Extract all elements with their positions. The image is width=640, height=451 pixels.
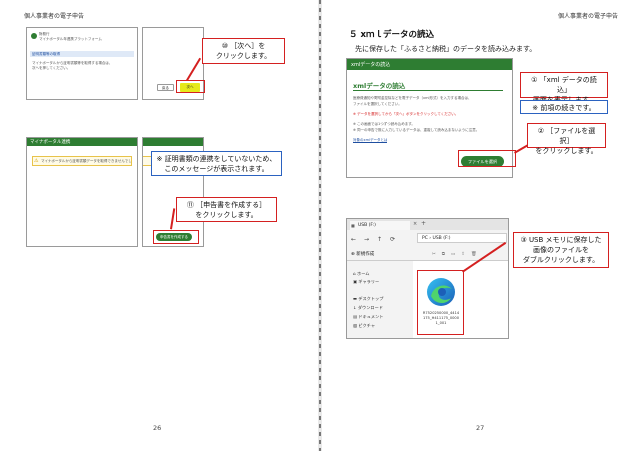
callout-step-10: ⑩ ［次へ］を クリックします。 (202, 38, 285, 64)
running-header: 個人事業者の電子申告 (557, 13, 618, 20)
description-text: ファイルを選択してください。 (353, 102, 402, 106)
wizard-screenshot: 財務行 マイナポータル年連携プラットフォーム 証明書類等の取得 マイナポータルか… (26, 27, 138, 100)
screen-heading: xmlデータの読込 (353, 82, 406, 90)
body-text: マイナポータルから証明書類等を取得する場合は、 (32, 61, 113, 65)
portal-screenshot: マイナポータル連携 ⚠ マイナポータルから証明書類データを取得できませんでした。 (26, 137, 138, 247)
callout-step-11: ⑪ ［申告書を作成する］ をクリックします。 (176, 197, 277, 222)
nav-item-downloads[interactable]: ↓ ダウンロード (353, 305, 383, 310)
highlight-box (176, 80, 205, 93)
warning-icon: ⚠ (34, 158, 39, 164)
about-xml-link[interactable]: 対象のxmlデータとは (353, 138, 388, 142)
warning-text: ※ データを選択してから「次へ」ボタンをクリックしてください。 (353, 112, 459, 116)
next-button[interactable]: 次へ (180, 83, 200, 92)
nav-item-gallery[interactable]: ▣ ギャラリー (353, 279, 380, 284)
new-tab-icon[interactable]: + (421, 220, 427, 227)
new-button[interactable]: ⊕ 新規作成 (351, 252, 375, 257)
section-subtitle: 先に保存した「ふるさと納税」のデータを読み込みます。 (355, 45, 537, 53)
page-divider (319, 0, 321, 451)
running-header: 個人事業者の電子申告 (24, 13, 85, 20)
nav-item-home[interactable]: ⌂ ホーム (353, 271, 370, 276)
callout-step-3: ③ USB メモリに保存した 画像のファイルを ダブルクリックします。 (513, 232, 609, 268)
note-item: ※ この画面では1つずつ読み込めます。 (353, 122, 415, 126)
logo-icon (31, 33, 37, 39)
create-return-button[interactable]: 申告書を作成する (156, 233, 192, 241)
toolbar-icons[interactable]: ✂⧉▭⇪🗑 (432, 252, 483, 257)
nav-buttons[interactable]: ←→↑⟳ (351, 236, 404, 243)
address-bar[interactable]: PC › USB (F:) (417, 233, 507, 243)
right-page: 個人事業者の電子申告 ５ xｍｌデータの読込 先に保存した「ふるさと納税」のデー… (322, 0, 640, 451)
note-continuation: ※ 前項の続きです。 (520, 100, 608, 114)
highlight-box (153, 230, 199, 244)
nav-pane: ⌂ ホーム ▣ ギャラリー ▬ デスクトップ ↓ ダウンロード ▤ ドキュメント… (347, 261, 432, 338)
xml-load-screenshot: xmlデータの読込 xmlデータの読込 医療費通知や寄附金控除などを電子データ（… (346, 58, 513, 178)
nav-item-documents[interactable]: ▤ ドキュメント (353, 314, 384, 319)
logo-line2: マイナポータル年連携プラットフォーム (39, 37, 102, 41)
section-title: ５ xｍｌデータの読込 (349, 30, 434, 40)
portal-title: マイナポータル連携 (27, 138, 137, 146)
page-number: 26 (153, 424, 162, 432)
close-tab-icon[interactable]: × (413, 221, 418, 227)
screen-title-bar: xmlデータの読込 (347, 59, 512, 70)
tab-usb[interactable]: USB (F:) (350, 221, 410, 230)
note-item: ※ 同一の申告で既に入力しているデータは、重複して読み込まないように注意。 (353, 128, 480, 132)
callout-step-1: ① 「xml データの読込」 画面を表示します。 (520, 72, 608, 104)
back-button[interactable]: 戻る (157, 84, 174, 91)
file-name: R7520250000_4414 175_H411175_0000 1_001 (422, 311, 460, 325)
page-number: 27 (476, 424, 485, 432)
section-label: 証明書類等の取得 (32, 52, 60, 56)
choose-file-button[interactable]: ファイルを選択 (461, 156, 504, 167)
file-item[interactable]: R7520250000_4414 175_H411175_0000 1_001 (417, 270, 464, 335)
description-text: 医療費通知や寄附金控除などを電子データ（xml形式）を入力する場合は、 (353, 96, 472, 100)
left-page: 個人事業者の電子申告 財務行 マイナポータル年連携プラットフォーム 証明書類等の… (0, 0, 318, 451)
nav-item-pictures[interactable]: ▧ ピクチャ (353, 323, 376, 328)
wizard-screenshot-footer: 戻る 次へ (142, 27, 204, 100)
body-text: 次へを押してください。 (32, 66, 71, 70)
note-cert-message: ※ 証明書類の連携をしていないため、 このメッセージが表示されます。 (151, 151, 282, 176)
logo-line1: 財務行 (39, 32, 50, 36)
folder-icon: ■ (351, 223, 355, 228)
nav-item-desktop[interactable]: ▬ デスクトップ (353, 296, 384, 301)
highlight-box (458, 150, 516, 167)
edge-browser-icon (427, 278, 455, 306)
warning-text: マイナポータルから証明書類データを取得できませんでした。 (41, 159, 131, 163)
callout-step-2: ② ［ファイルを選択］ をクリックします。 (527, 123, 606, 155)
